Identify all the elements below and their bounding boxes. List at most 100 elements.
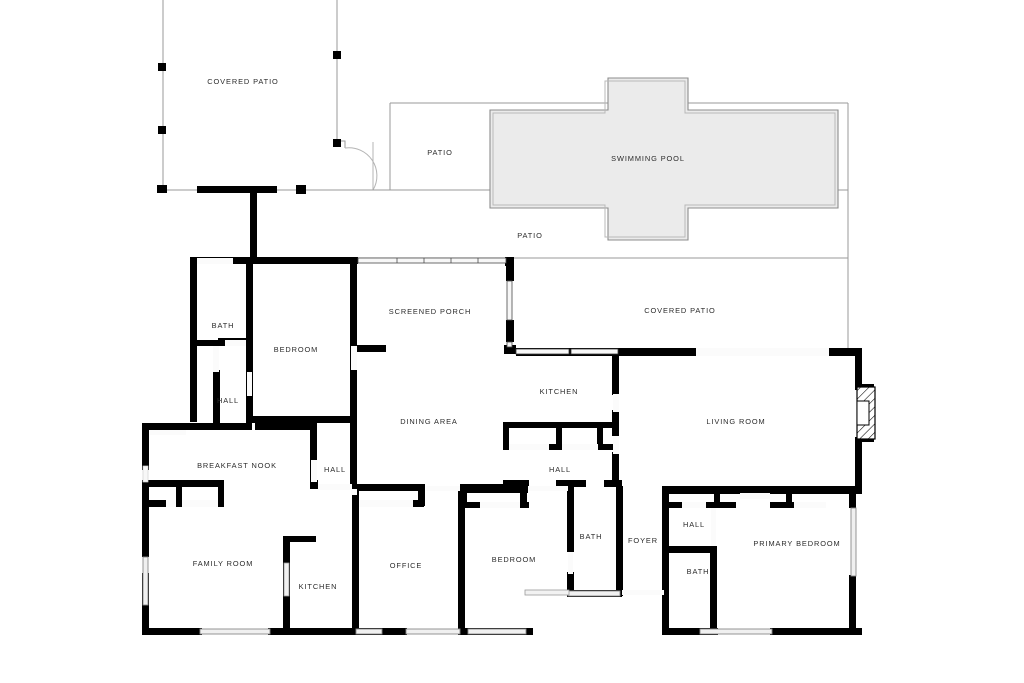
wall-nook-left-a — [142, 423, 149, 470]
doorway-gap-group — [150, 258, 829, 595]
doorway-gap — [426, 486, 460, 491]
doorway-gap — [225, 340, 246, 346]
doorway-gap — [562, 444, 598, 450]
slider-kitchen-a — [515, 348, 570, 355]
patio-post — [333, 51, 341, 59]
wall-porch-right-b — [506, 320, 514, 342]
wall-nook-counter-top — [146, 480, 224, 487]
wall-living-right-a — [855, 348, 862, 390]
wall-kitchen-counter-mid — [556, 422, 562, 450]
room-label-hall-center: HALL — [324, 465, 346, 474]
doorway-gap — [150, 430, 186, 435]
doorway-gap — [509, 444, 549, 450]
wall-nook-top-b — [186, 423, 252, 430]
wall-bath-left-b — [567, 572, 574, 596]
wall-primary-bath-bottom — [662, 628, 702, 635]
wall-bottom-b — [268, 628, 358, 635]
room-label-primary-bedroom: PRIMARY BEDROOM — [753, 539, 840, 548]
wall-nook-left-b — [142, 480, 149, 530]
doorway-gap — [480, 502, 520, 508]
screen-window-right-b — [506, 341, 513, 348]
wall-hall-center-right — [350, 423, 357, 489]
wall-primary-wall-right-top — [849, 486, 856, 508]
doorway-gap — [359, 500, 413, 507]
wall-office-closet-top — [352, 484, 424, 491]
doorway-gap — [740, 493, 770, 499]
doorway-gap — [318, 484, 352, 490]
wall-hall-center-left — [310, 423, 317, 487]
window-group — [142, 257, 876, 635]
doorway-gap — [529, 486, 567, 491]
wall-primary-bath-right-a — [710, 546, 717, 588]
patio-post — [157, 185, 167, 193]
doorway-gap — [613, 394, 619, 412]
wall-hall-center-post — [310, 480, 318, 489]
room-label-living-room: LIVING ROOM — [706, 417, 765, 426]
doorway-gap — [696, 348, 829, 356]
room-label-dining-area: DINING AREA — [400, 417, 458, 426]
window-primary-right — [850, 507, 857, 577]
wall-primary-closet-r — [770, 502, 794, 508]
doorway-gap — [311, 460, 317, 482]
doorway-gap — [682, 502, 706, 508]
wall-primary-right-lower — [849, 575, 856, 635]
wall-breezeway-vert — [250, 186, 257, 258]
room-label-breakfast-nook: BREAKFAST NOOK — [197, 461, 277, 470]
room-label-kitchen-small: KITCHEN — [299, 582, 338, 591]
wall-hall-right — [246, 370, 253, 423]
room-label-swimming-pool: SWIMMING POOL — [611, 154, 685, 163]
wall-bottom-a — [142, 628, 202, 635]
wall-bedroom-right-lower — [350, 344, 357, 423]
patio-post — [333, 139, 341, 147]
wall-primary-bottom — [796, 628, 856, 635]
wall-living-right-b — [855, 438, 862, 494]
doorway-gap — [568, 552, 573, 574]
wall-bath-top-c — [604, 480, 622, 487]
wall-left-bath — [190, 257, 197, 422]
patio-post — [296, 185, 306, 194]
wall-primary-closet-div2 — [786, 486, 792, 508]
wall-foyer-right — [662, 486, 669, 635]
slider-kitchen-b — [570, 348, 619, 355]
fireplace-firebox — [856, 400, 870, 426]
room-label-bedroom-lower: BEDROOM — [492, 555, 537, 564]
wall-family-left-a — [142, 530, 149, 557]
window-family-bottom — [199, 628, 271, 635]
wall-bath-left-a — [567, 486, 574, 552]
wall-kitchen-right-c — [612, 452, 619, 486]
wall-porch-se-post — [504, 345, 516, 354]
patio-post-group — [157, 51, 341, 194]
screen-window-right-a — [506, 280, 513, 321]
room-label-family-room: FAMILY ROOM — [193, 559, 254, 568]
wall-primary-closet-l — [662, 502, 682, 508]
wall-porch-return — [350, 345, 386, 352]
wall-bath-closet — [567, 486, 574, 508]
wall-foyer-left — [616, 486, 623, 596]
doorway-gap — [794, 502, 826, 508]
doorway-gap — [247, 372, 252, 396]
room-label-bath-center: BATH — [580, 532, 603, 541]
wall-porch-right-a — [506, 257, 514, 281]
wall-nook-top — [142, 423, 192, 430]
room-label-covered-patio-right: COVERED PATIO — [644, 306, 715, 315]
wall-primary-closet-div — [714, 486, 720, 508]
wall-breezeway-top — [197, 186, 277, 193]
wall-office-left — [352, 486, 359, 634]
door-bath-center — [524, 589, 570, 596]
wall-hall-left — [213, 370, 220, 423]
wall-nook-counter-right — [218, 480, 224, 504]
room-label-bedroom-upper: BEDROOM — [274, 345, 319, 354]
wall-bedroom-bottom — [246, 416, 357, 423]
wall-primary-closet-m — [706, 502, 736, 508]
room-label-foyer: FOYER — [628, 536, 658, 545]
wall-primary-bath-right-b — [710, 578, 717, 635]
window-family-left — [142, 556, 149, 606]
room-label-bath-primary: BATH — [687, 567, 710, 576]
wall-kitchen-right-a — [612, 353, 619, 395]
room-label-hall-upper-left: HALL — [217, 396, 239, 405]
wall-nook-top-c — [255, 423, 315, 430]
wall-bath-top-b — [556, 480, 586, 487]
wall-office-closet-r — [418, 484, 425, 506]
window-office-bottom — [405, 628, 461, 635]
